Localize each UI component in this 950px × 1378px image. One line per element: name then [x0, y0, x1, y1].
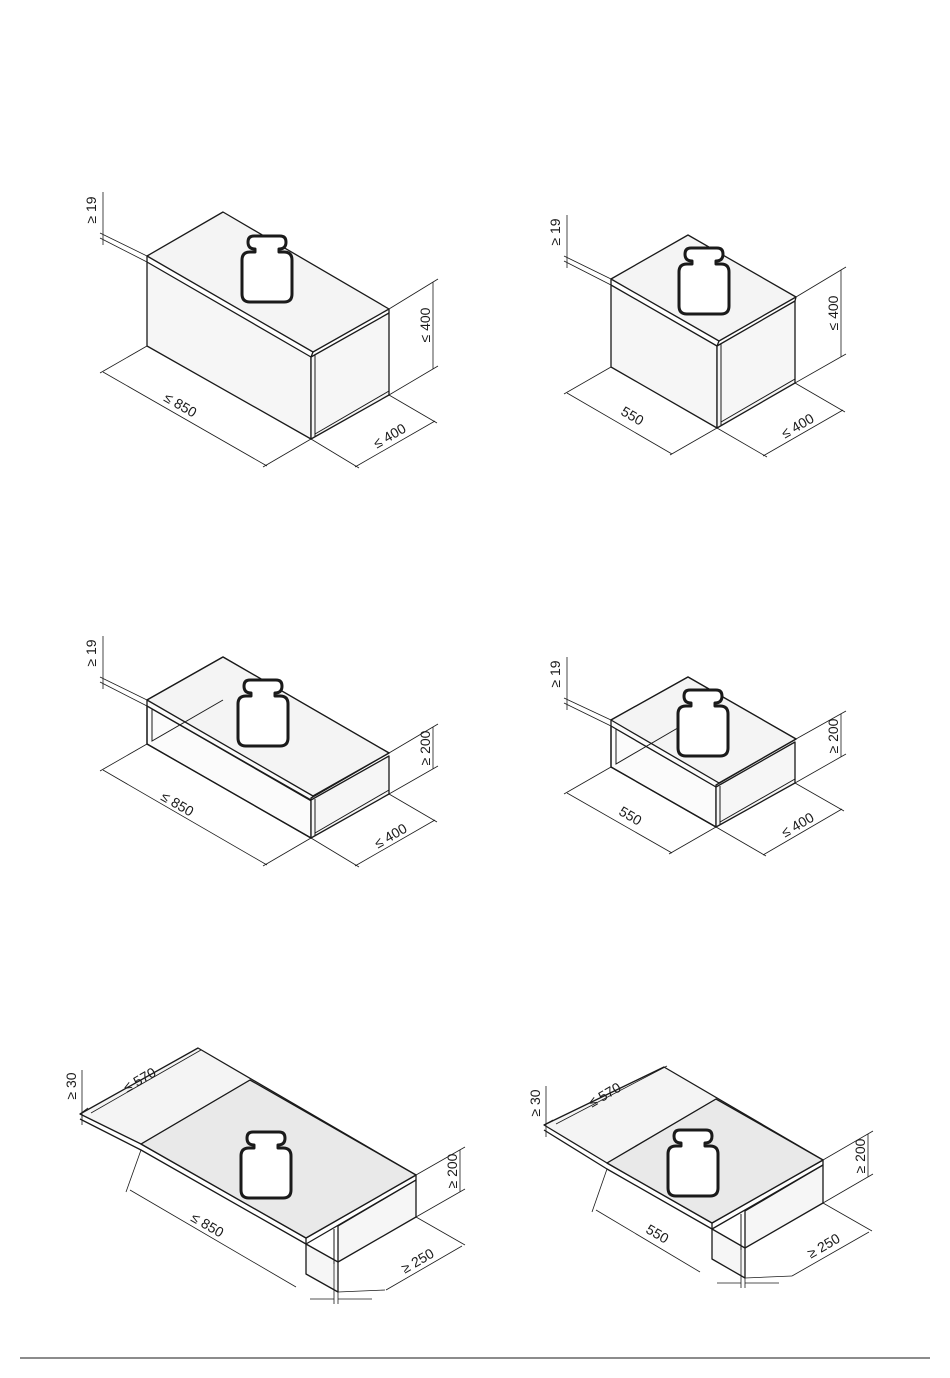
fig1-ext-line: [263, 439, 311, 467]
fig1-ext-line: [389, 395, 437, 423]
fig6-ext-line: [592, 1169, 607, 1212]
fig4-ext-line: [669, 827, 716, 854]
fig6-ext-line: [823, 1203, 872, 1231]
fig3-ext-line: [100, 677, 147, 700]
fig3-ext-line: [100, 682, 147, 706]
fig5-ext-line: [416, 1189, 465, 1217]
weight-icon: [679, 248, 729, 314]
fig5-ext-line: [126, 1150, 141, 1192]
fig5-height-label: ≥ 200: [444, 1153, 460, 1188]
fig3-ext-line: [263, 838, 311, 866]
fig1-ext-line: [100, 233, 147, 256]
figure-3-open-shelf-wide: ≥ 19 ≥ 200 ≤ 850 ≤ 400: [83, 636, 438, 867]
fig4-width-dim-line: [567, 793, 672, 853]
fig4-ext-line: [564, 698, 611, 720]
weight-icon: [238, 680, 288, 746]
fig3-ext-line: [389, 766, 438, 794]
fig2-ext-line: [564, 367, 611, 394]
fig4-ext-line: [795, 754, 846, 783]
fig3-ext-line: [389, 794, 437, 822]
fig6-ext-line: [745, 1276, 792, 1278]
fig2-ext-line: [564, 261, 611, 285]
fig2-ext-line: [564, 256, 611, 279]
weight-icon: [668, 1130, 718, 1196]
fig1-ext-line: [389, 279, 438, 309]
fig4-ext-line: [716, 827, 766, 856]
fig5-thickness-label: ≥ 30: [63, 1072, 79, 1099]
fig6-width-label: 550: [643, 1221, 671, 1247]
weight-icon: [678, 690, 728, 756]
figure-1-closed-cabinet-wide: ≥ 19 ≤ 400 ≤ 850 ≤ 400: [83, 192, 438, 468]
fig2-thickness-label: ≥ 19: [547, 218, 563, 245]
fig5-ext-line: [338, 1290, 385, 1292]
fig2-ext-line: [795, 354, 846, 383]
fig1-ext-line: [311, 439, 359, 468]
fig6-width-dim-line: [596, 1210, 700, 1272]
fig2-width-dim-line: [567, 393, 672, 454]
fig1-height-label: ≤ 400: [417, 307, 433, 342]
figure-5-worktop-support-wide: ≥ 30 ≤ 570 ≥ 200 ≤ 850 ≥ 250: [63, 1048, 465, 1304]
fig6-thickness-label: ≥ 30: [527, 1089, 543, 1116]
fig3-ext-line: [100, 744, 147, 771]
fig2-ext-line: [670, 428, 717, 455]
fig2-ext-line: [795, 383, 845, 412]
fig2-height-label: ≤ 400: [825, 295, 841, 330]
fig5-support-front: [306, 1244, 338, 1292]
fig3-thickness-label: ≥ 19: [83, 639, 99, 666]
figure-4-open-shelf-narrow: ≥ 19 ≥ 200 550 ≤ 400: [547, 657, 846, 856]
fig1-thickness-label: ≥ 19: [83, 196, 99, 223]
fig6-depth-label: ≥ 250: [804, 1230, 842, 1261]
fig3-width-label: ≤ 850: [158, 788, 196, 819]
fig4-ext-line: [795, 783, 844, 811]
fig1-depth-label: ≤ 400: [370, 420, 408, 451]
fig4-ext-line: [564, 767, 611, 794]
fig4-width-label: 550: [616, 803, 644, 829]
weight-icon: [242, 236, 292, 302]
fig6-support-front: [712, 1229, 745, 1278]
fig1-ext-line: [389, 366, 438, 395]
fig4-height-label: ≥ 200: [825, 718, 841, 753]
weight-icon: [241, 1132, 291, 1198]
fig1-ext-line: [100, 346, 147, 373]
fig2-width-label: 550: [618, 403, 646, 429]
figure-2-closed-cabinet-narrow: ≥ 19 ≤ 400 550 ≤ 400: [547, 215, 846, 457]
figure-6-worktop-support-narrow: ≥ 30 ≤ 570 ≥ 200 550 ≥ 250: [527, 1066, 873, 1288]
fig4-ext-line: [564, 703, 611, 726]
fig1-ext-line: [100, 238, 147, 262]
fig3-height-label: ≥ 200: [417, 730, 433, 765]
fig3-ext-line: [311, 838, 359, 867]
fig2-ext-line: [796, 267, 846, 297]
fig1-width-label: ≤ 850: [161, 389, 199, 420]
fig5-ext-line: [416, 1217, 465, 1245]
fig2-depth-label: ≤ 400: [778, 410, 816, 441]
fig2-ext-line: [717, 428, 767, 457]
fig6-ext-line: [823, 1174, 873, 1203]
fig4-thickness-label: ≥ 19: [547, 660, 563, 687]
fig3-depth-label: ≤ 400: [371, 820, 409, 851]
fig4-depth-label: ≤ 400: [778, 809, 816, 840]
fig6-height-label: ≥ 200: [852, 1138, 868, 1173]
